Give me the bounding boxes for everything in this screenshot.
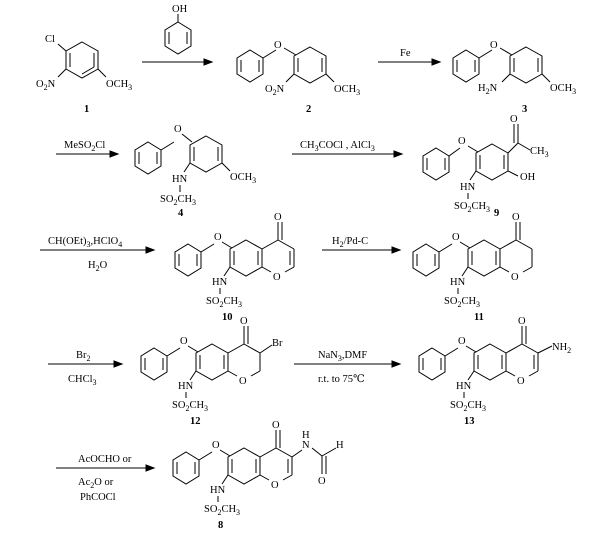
phenol-oh-label: OH — [172, 4, 188, 15]
acetyl-o-label-9: O — [510, 114, 518, 125]
carbonyl-o-label-13: O — [518, 316, 526, 327]
compound-10: O O O HN SO2CH3 — [174, 212, 295, 309]
compound-4: O HN SO2CH3 OCH3 — [134, 124, 256, 207]
h2n-label-3: H2N — [478, 83, 498, 96]
ether-o-label-8: O — [212, 440, 220, 451]
hn-label-12: HN — [178, 381, 194, 392]
compound-13: O NH2 O O HN SO2CH3 — [418, 316, 571, 413]
compound-2: O O2N OCH3 — [236, 40, 360, 97]
compound-12: O Br O O HN SO2CH3 — [140, 316, 283, 413]
hn-label-8: HN — [210, 485, 226, 496]
formyl-h-label-8: H — [336, 440, 344, 451]
och3-label-3: OCH3 — [550, 83, 576, 96]
compound-9-number: 9 — [494, 208, 499, 219]
condition-step8-bottom: r.t. to 75℃ — [318, 374, 365, 385]
no2-label-1: O2N — [36, 79, 56, 92]
so2ch3-label-13: SO2CH3 — [450, 400, 486, 413]
ether-o-label-12: O — [180, 336, 188, 347]
hn-label-9: HN — [460, 182, 476, 193]
condition-step5-bottom: H2O — [88, 260, 108, 273]
compound-1: Cl O2N OCH3 — [36, 34, 132, 92]
condition-step9-a: AcOCHO or — [78, 454, 132, 465]
compound-11: O O O HN SO2CH3 — [412, 212, 533, 309]
so2ch3-label-4: SO2CH3 — [160, 194, 196, 207]
ring-o-label-13: O — [517, 376, 525, 387]
carbonyl-o-label-12: O — [240, 316, 248, 327]
so2ch3-label-9: SO2CH3 — [454, 201, 490, 214]
ether-o-label-13: O — [458, 336, 466, 347]
ring-o-label-12: O — [239, 376, 247, 387]
phenol-reagent: OH — [164, 4, 192, 55]
compound-10-number: 10 — [222, 312, 233, 323]
carbonyl-o-label-10: O — [274, 212, 282, 223]
hn-label-10: HN — [212, 277, 228, 288]
formyl-o-label-8: O — [318, 476, 326, 487]
condition-step6: H2/Pd-C — [332, 236, 368, 249]
condition-step7-bottom: CHCl3 — [68, 374, 97, 387]
so2ch3-label-10: SO2CH3 — [206, 296, 242, 309]
hn-label-13: HN — [456, 381, 472, 392]
compound-12-number: 12 — [190, 416, 201, 427]
condition-step8-top: NaN3,DMF — [318, 350, 367, 363]
ether-o-label-3: O — [490, 40, 498, 51]
br-label-12: Br — [272, 338, 283, 349]
ether-o-label-11: O — [452, 232, 460, 243]
nh2-label-13: NH2 — [552, 342, 571, 355]
so2ch3-label-8: SO2CH3 — [204, 504, 240, 517]
compound-3: O H2N OCH3 — [452, 40, 576, 96]
compound-2-number: 2 — [306, 104, 311, 115]
och3-label-2: OCH3 — [334, 84, 360, 97]
condition-step7-top: Br2 — [76, 350, 91, 363]
nh-h-label-8: H — [302, 430, 310, 441]
ether-o-label-10: O — [214, 232, 222, 243]
compound-13-number: 13 — [464, 416, 475, 427]
compound-9: O O CH3 OH HN SO2CH3 — [422, 114, 549, 214]
ch3-label-9: CH3 — [530, 146, 549, 159]
so2ch3-label-12: SO2CH3 — [172, 400, 208, 413]
hn-label-11: HN — [450, 277, 466, 288]
hn-label-4: HN — [172, 174, 188, 185]
ether-o-label-9: O — [458, 136, 466, 147]
carbonyl-o-label-11: O — [512, 212, 520, 223]
ring-o-label-11: O — [511, 272, 519, 283]
condition-step9-b: Ac2O or — [78, 477, 114, 490]
cl-label: Cl — [45, 34, 55, 45]
ring-o-label-8: O — [271, 480, 279, 491]
ether-o-label-4: O — [174, 124, 182, 135]
condition-step9-c: PhCOCl — [80, 492, 116, 503]
condition-step5-top: CH(OEt)3,HClO4 — [48, 236, 122, 249]
no2-label-2: O2N — [265, 84, 285, 97]
n-label-8: N — [302, 440, 310, 451]
och3-label-4: OCH3 — [230, 172, 256, 185]
condition-step4: CH3COCl , AlCl3 — [300, 140, 375, 153]
compound-8: O N H O H O O HN SO2CH3 — [172, 420, 344, 517]
compound-3-number: 3 — [522, 104, 527, 115]
oh-label-9: OH — [520, 172, 536, 183]
ether-o-label-2: O — [274, 40, 282, 51]
compound-1-number: 1 — [84, 104, 89, 115]
compound-8-number: 8 — [218, 520, 223, 531]
carbonyl-o-label-8: O — [272, 420, 280, 431]
so2ch3-label-11: SO2CH3 — [444, 296, 480, 309]
och3-label-1: OCH3 — [106, 79, 132, 92]
condition-step2: Fe — [400, 48, 411, 59]
condition-step3: MeSO2Cl — [64, 140, 105, 153]
ring-o-label-10: O — [273, 272, 281, 283]
compound-4-number: 4 — [178, 208, 184, 219]
compound-11-number: 11 — [474, 312, 484, 323]
